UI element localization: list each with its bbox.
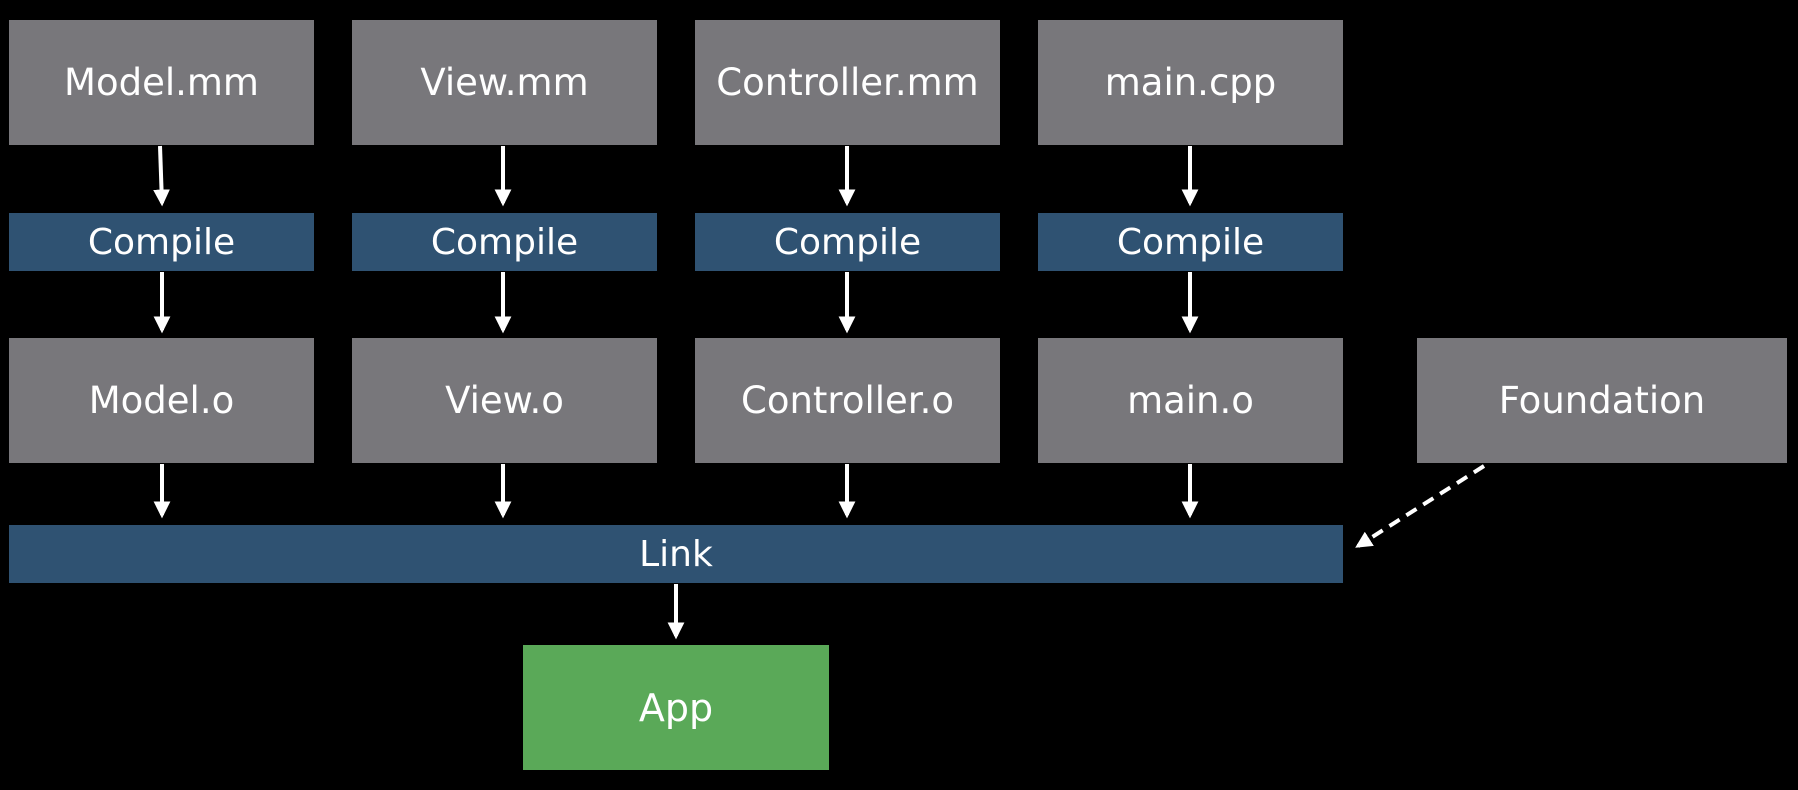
compile-step-controller: Compile	[695, 213, 1000, 271]
compile-step-main: Compile	[1038, 213, 1343, 271]
arrow-model-mm-compile	[153, 145, 170, 207]
source-main-cpp: main.cpp	[1038, 20, 1343, 145]
source-view-mm: View.mm	[352, 20, 657, 145]
compile-step-view: Compile	[352, 213, 657, 271]
object-controller-o: Controller.o	[695, 338, 1000, 463]
object-model-o: Model.o	[9, 338, 314, 463]
object-main-o: main.o	[1038, 338, 1343, 463]
compile-step-model: Compile	[9, 213, 314, 271]
output-app: App	[523, 645, 829, 770]
link-step: Link	[9, 525, 1343, 583]
framework-foundation: Foundation	[1417, 338, 1787, 463]
source-model-mm: Model.mm	[9, 20, 314, 145]
arrow-foundation-link	[1355, 464, 1486, 548]
object-view-o: View.o	[352, 338, 657, 463]
source-controller-mm: Controller.mm	[695, 20, 1000, 145]
